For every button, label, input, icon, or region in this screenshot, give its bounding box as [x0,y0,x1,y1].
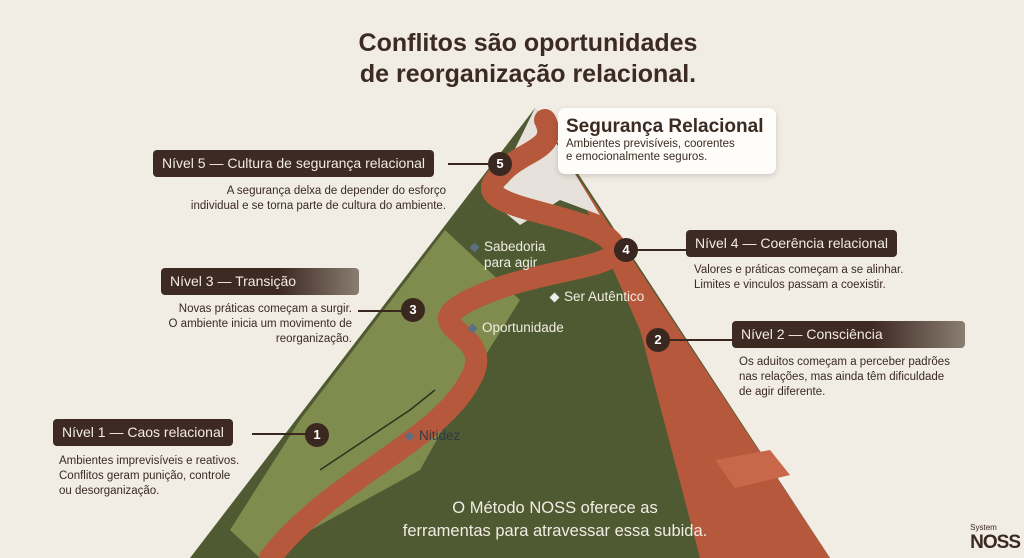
summit-desc-2: e emocionalmente seguros. [566,151,708,163]
level-3-connector [358,310,403,312]
summit-desc-1: Ambientes previsíveis, coorentes [566,138,735,150]
milestone-text: Sabedoria [484,239,546,254]
level-3-label: Nível 3 — Transição [161,268,359,295]
logo-small-text: System [970,523,997,532]
logo-big-text: NOSS [970,532,1021,553]
diamond-icon [404,431,415,442]
level-1-connector [252,433,307,435]
level-3-desc: Novas práticas começam a surgir. O ambien… [169,302,352,347]
level-3-desc-line: reorganização. [275,333,352,345]
level-2-desc-line: de agir diferente. [739,386,826,398]
level-2-desc-line: Os aduitos começam a perceber padrões [739,356,950,368]
summit-card: Segurança Relacional Ambientes previsíve… [558,108,776,174]
milestone-text: para agir [484,255,538,270]
level-2-desc-line: nas relações, mas ainda têm dificuldade [739,371,945,383]
level-2-marker: 2 [646,328,670,352]
level-4-label: Nível 4 — Coerência relacional [686,230,897,257]
level-2-desc: Os aduitos começam a perceber padrões nas… [739,355,950,400]
level-1-desc-line: Conflitos geram punição, controle [59,470,231,482]
diamond-icon [467,323,478,334]
milestone-text: Nitidez [419,428,461,443]
level-1-marker: 1 [305,423,329,447]
level-5-desc: A segurança delxa de depender do esforço… [191,184,446,214]
milestone-nitidez: Nitidez [404,428,461,443]
rock-block [715,450,790,488]
level-1-desc: Ambientes imprevisíveis e reativos. Confl… [59,454,239,499]
level-1-desc-line: Ambientes imprevisíveis e reativos. [59,455,240,467]
level-1-desc-line: ou desorganização. [59,485,160,497]
headline-line-2: de reorganização relacional. [359,60,697,88]
level-3-desc-line: Novas práticas começam a surgir. [178,303,352,315]
milestone-ser-autentico: Ser Autêntico [549,289,645,304]
level-5-desc-line: A segurança delxa de depender do esforço [226,185,446,197]
level-4-marker: 4 [614,238,638,262]
ridge-line [319,389,436,471]
headline-line-1: Conflitos são oportunidades [358,29,698,57]
level-5-marker: 5 [488,152,512,176]
level-5-connector [448,163,488,165]
diamond-icon [549,292,560,303]
level-5-label: Nível 5 — Cultura de segurança relaciona… [153,150,435,177]
footer-line: ferramentas para atravessar essa subida. [402,522,708,540]
level-1-label: Nível 1 — Caos relacional [53,419,233,446]
level-2-label: Nível 2 — Consciência [732,321,965,348]
level-5-desc-line: individual e se torna parte de cultura d… [190,200,446,212]
level-4-desc-line: Limites e vinculos passam a coexistir. [694,279,886,291]
milestone-oportunidade: Oportunidade [467,320,564,335]
footer-line: O Método NOSS oferece as [452,499,658,517]
level-4-desc-line: Valores e práticas começam a se alinhar. [694,264,904,276]
footer-message: O Método NOSS oferece as ferramentas para… [360,497,750,543]
diamond-icon [469,242,480,253]
summit-title: Segurança Relacional [566,116,764,137]
milestone-text: Ser Autêntico [564,289,645,304]
level-4-connector [637,249,687,251]
headline: Conflitos são oportunidades de reorganiz… [0,28,1024,90]
milestone-text: Oportunidade [482,320,564,335]
level-3-desc-line: O ambiente inicia um movimento de [168,318,352,330]
level-3-marker: 3 [401,298,425,322]
level-4-desc: Valores e práticas começam a se alinhar.… [694,263,903,293]
level-2-connector [669,339,733,341]
